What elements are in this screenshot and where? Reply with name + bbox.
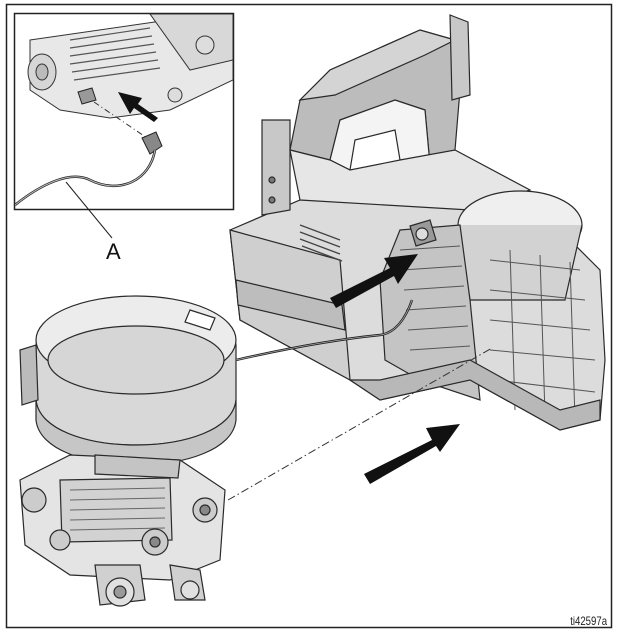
housing-shroud <box>229 14 606 431</box>
callout-label-a: A <box>106 239 121 264</box>
callout-leader <box>65 181 113 239</box>
inset-detail <box>13 12 235 211</box>
pump-assembly <box>19 295 237 607</box>
arrow-icon <box>330 254 418 308</box>
arrow-icon <box>364 424 460 484</box>
arrow-icon <box>118 92 158 122</box>
figure-id: ti42597a <box>570 614 607 628</box>
alignment-line <box>227 347 493 501</box>
figure-frame <box>5 3 613 629</box>
